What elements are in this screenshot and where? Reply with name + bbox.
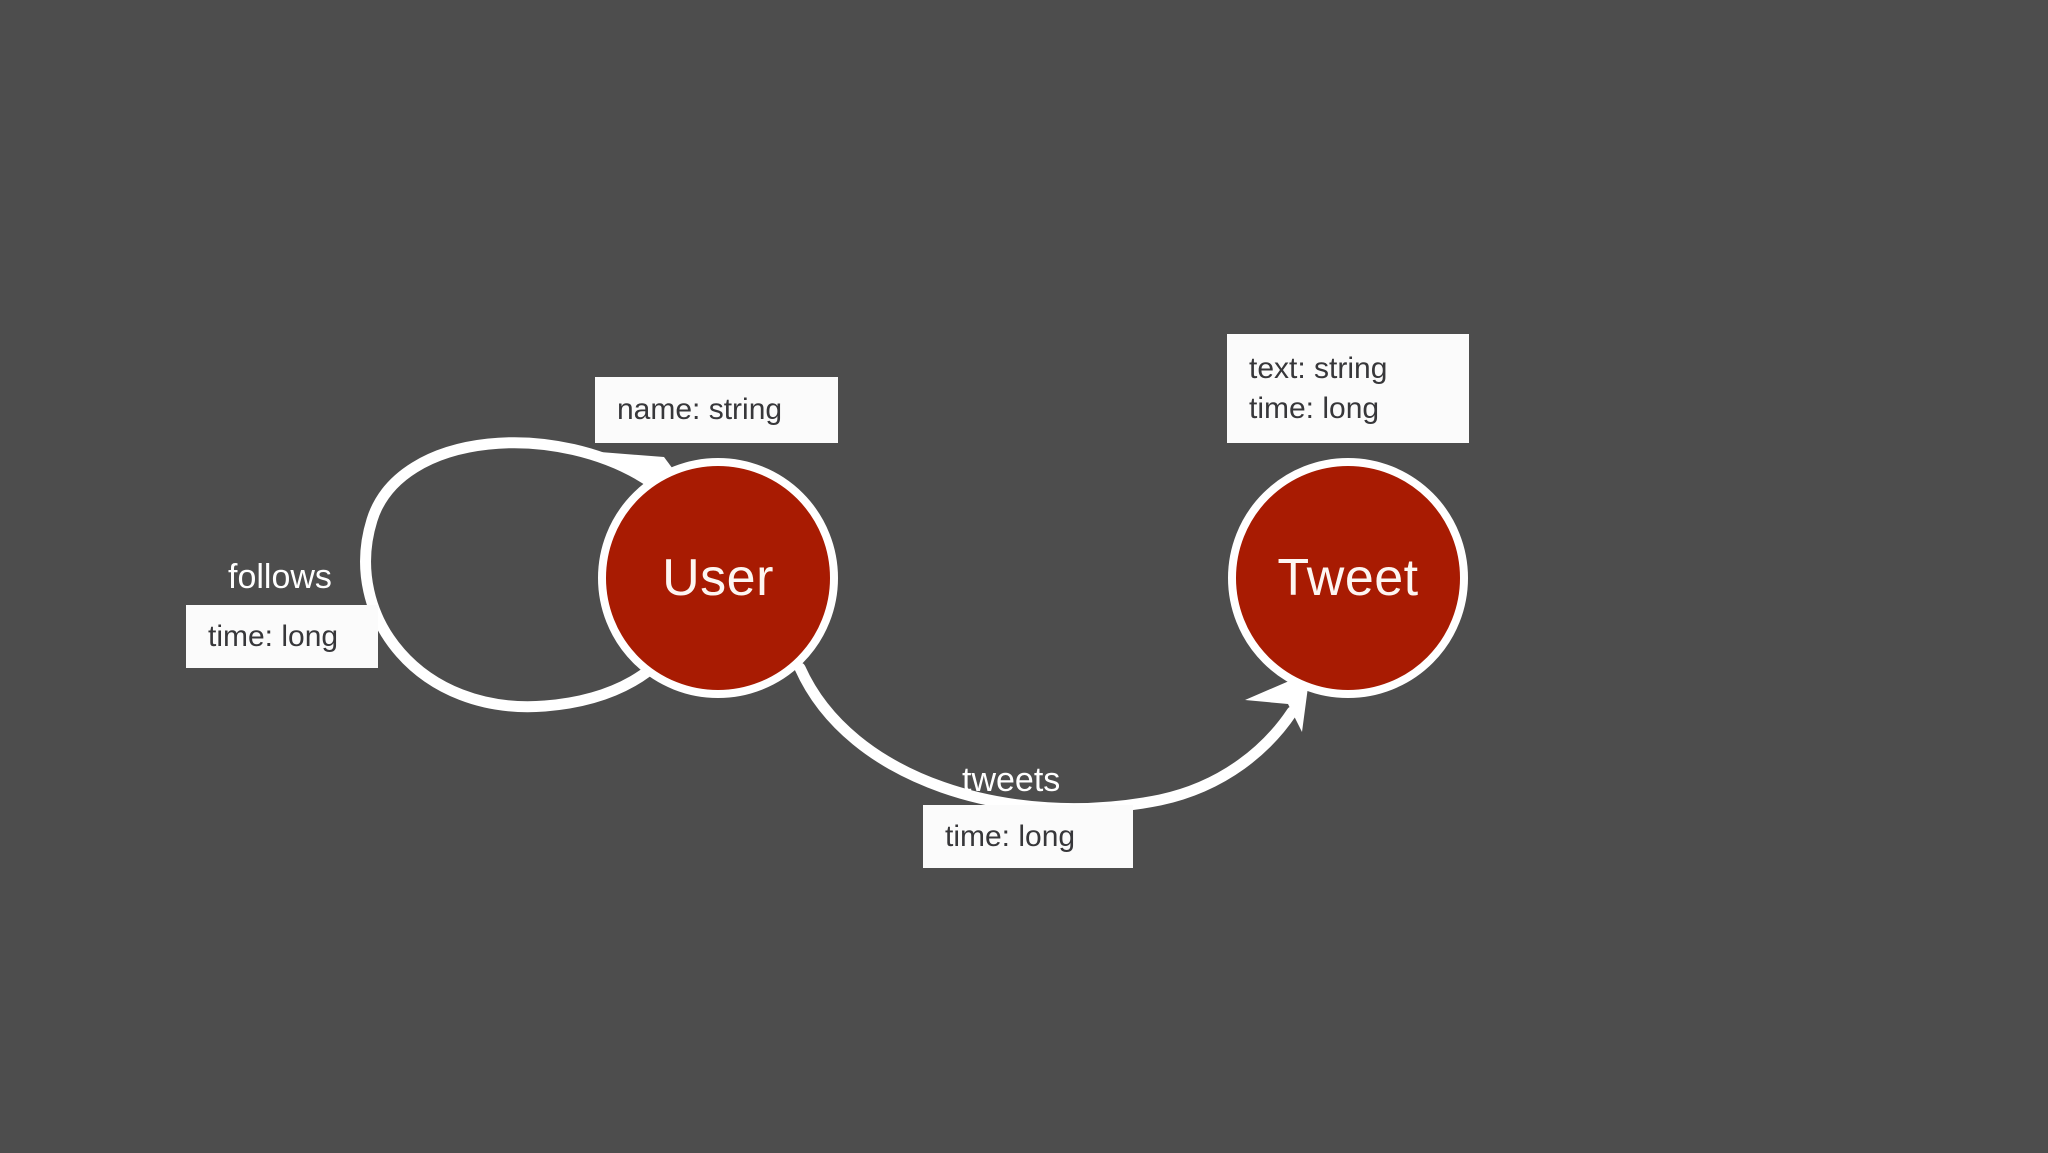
property-box-tweets: time: long xyxy=(923,805,1133,868)
property-tweet-time: time: long xyxy=(1249,391,1380,425)
relationship-label-tweets: tweets xyxy=(962,761,1061,799)
arrowhead-icon xyxy=(1245,672,1310,732)
graph-node-tweet-label: Tweet xyxy=(1277,549,1419,607)
property-tweets-time: time: long xyxy=(945,819,1076,853)
graph-node-user-label: User xyxy=(662,549,774,607)
graph-node-tweet[interactable]: Tweet xyxy=(1228,458,1468,698)
relationship-label-follows: follows xyxy=(228,558,332,596)
graph-node-user[interactable]: User xyxy=(598,458,838,698)
property-user-name: name: string xyxy=(617,393,783,427)
property-box-follows: time: long xyxy=(186,605,378,668)
property-box-user: name: string xyxy=(595,377,838,443)
property-follows-time: time: long xyxy=(208,619,339,653)
property-box-tweet: text: string time: long xyxy=(1227,334,1469,443)
property-tweet-text: text: string xyxy=(1249,351,1388,385)
